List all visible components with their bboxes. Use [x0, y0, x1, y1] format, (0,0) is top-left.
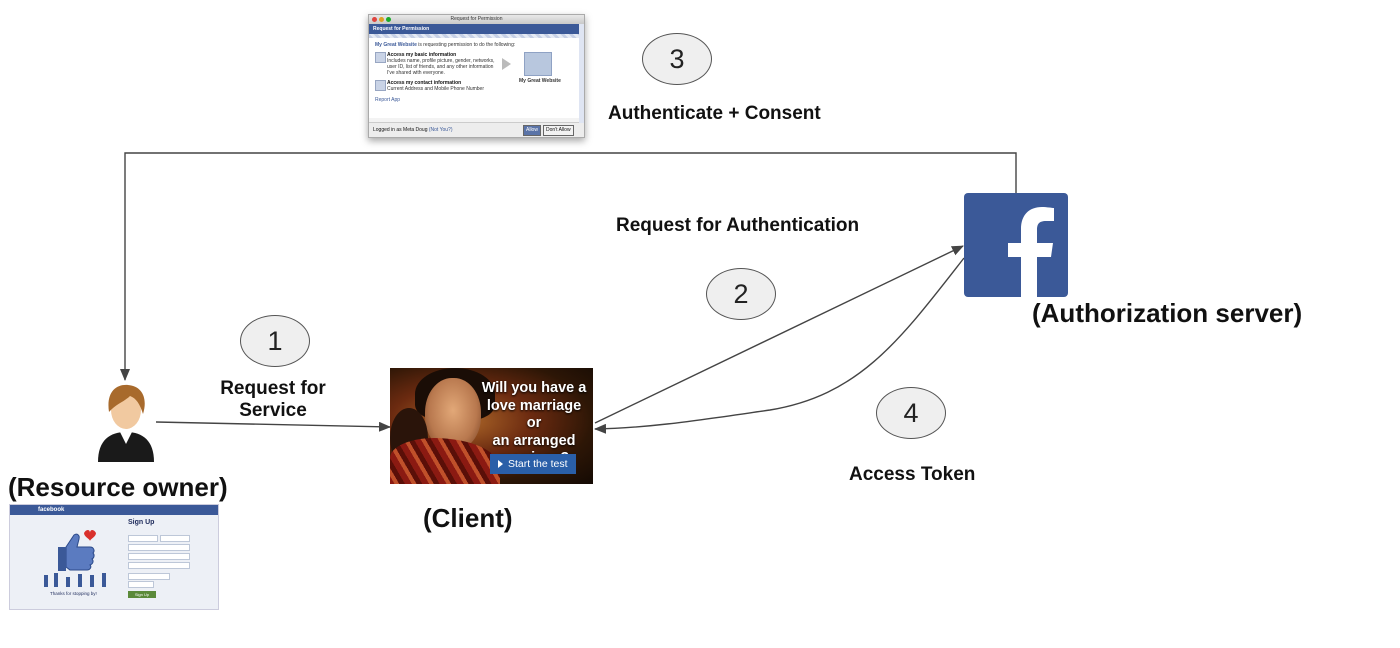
facebook-f-glyph: [1008, 207, 1054, 297]
dialog-body: My Great Website is requesting permissio…: [369, 38, 584, 118]
permission-contact-desc: Current Address and Mobile Phone Number: [387, 86, 484, 92]
step-1-badge: 1: [240, 315, 310, 367]
dialog-scrollbar[interactable]: [579, 24, 584, 123]
arrow-right-icon: [502, 58, 511, 70]
permission-basic-desc: Includes name, profile picture, gender, …: [387, 58, 495, 76]
person-icon: [98, 384, 154, 462]
label-service: Service: [239, 400, 307, 421]
dialog-window-title: Request for Permission: [450, 16, 503, 22]
allow-button[interactable]: Allow: [523, 125, 541, 136]
permission-basic-title: Access my basic information: [387, 52, 457, 58]
label-access-token: Access Token: [849, 464, 976, 485]
label-client: (Client): [423, 503, 513, 533]
app-gear-icon: [524, 52, 552, 76]
permission-basic-info: Access my basic information Includes nam…: [375, 52, 497, 76]
dialog-stripes: [369, 34, 584, 38]
label-request-for: Request for: [220, 378, 326, 399]
arrow-authenticate-consent: [120, 152, 1017, 381]
signup-title: Sign Up: [128, 519, 155, 526]
label-authenticate-consent: Authenticate + Consent: [608, 103, 821, 124]
window-controls: [372, 17, 393, 26]
play-icon: [498, 460, 503, 468]
birthday-select[interactable]: [128, 573, 170, 580]
last-name-field[interactable]: [160, 535, 190, 542]
report-app-link[interactable]: Report App: [375, 97, 401, 103]
password-field[interactable]: [128, 562, 190, 569]
reenter-email-field[interactable]: [128, 553, 190, 560]
first-name-field[interactable]: [128, 535, 158, 542]
contact-card-icon: [375, 80, 386, 91]
dialog-header: Request for Permission: [369, 24, 584, 34]
permission-dialog: Request for Permission Request for Permi…: [368, 14, 585, 138]
dialog-logged-in: Logged in as Meta Doug: [373, 127, 428, 133]
dont-allow-button[interactable]: Don't Allow: [543, 125, 574, 136]
permission-contact-title: Access my contact information: [387, 80, 462, 86]
dialog-footer: Logged in as Meta Doug (Not You?) Allow …: [369, 122, 584, 137]
signup-button[interactable]: Sign Up: [128, 591, 156, 598]
dialog-intro-site: My Great Website: [375, 42, 417, 48]
profile-icon: [375, 52, 386, 63]
step-4-badge: 4: [876, 387, 946, 439]
dialog-header-text: Request for Permission: [373, 26, 430, 32]
dialog-titlebar: Request for Permission: [369, 15, 584, 24]
step-3-badge: 3: [642, 33, 712, 85]
dialog-intro-text: is requesting permission to do the follo…: [418, 42, 516, 48]
permission-contact-info: Access my contact information Current Ad…: [375, 80, 497, 92]
gender-radio[interactable]: [128, 581, 154, 588]
dialog-app-name: My Great Website: [519, 78, 561, 84]
ad-line-1: Will you have a: [481, 380, 587, 396]
label-authorization-server: (Authorization server): [1032, 298, 1303, 328]
client-ad-banner[interactable]: Will you have a love marriage or an arra…: [390, 368, 593, 484]
start-test-button[interactable]: Start the test: [490, 454, 576, 474]
arrow-request-service: [155, 421, 391, 432]
arrow-access-token: [594, 257, 965, 434]
step-2-badge: 2: [706, 268, 776, 320]
ad-line-3: an arranged: [492, 432, 576, 449]
dialog-not-you-link[interactable]: (Not You?): [428, 127, 453, 133]
label-request-authentication: Request for Authentication: [616, 215, 860, 236]
thumbs-up-icon: [44, 530, 106, 587]
dialog-intro: My Great Website is requesting permissio…: [375, 42, 578, 48]
ad-line-2: love marriage or: [486, 397, 582, 432]
email-field[interactable]: [128, 544, 190, 551]
label-request-service: Request for Service: [203, 378, 343, 422]
facebook-signup-page: facebook Sign Up Sign Up Thanks for stop…: [9, 504, 219, 610]
signup-brand: facebook: [10, 505, 218, 515]
signup-thanks: Thanks for stopping by!: [50, 591, 97, 596]
label-resource-owner: (Resource owner): [8, 472, 228, 502]
facebook-logo-icon: [964, 193, 1068, 297]
arrow-request-authentication: [594, 245, 964, 424]
start-test-label: Start the test: [508, 458, 568, 470]
